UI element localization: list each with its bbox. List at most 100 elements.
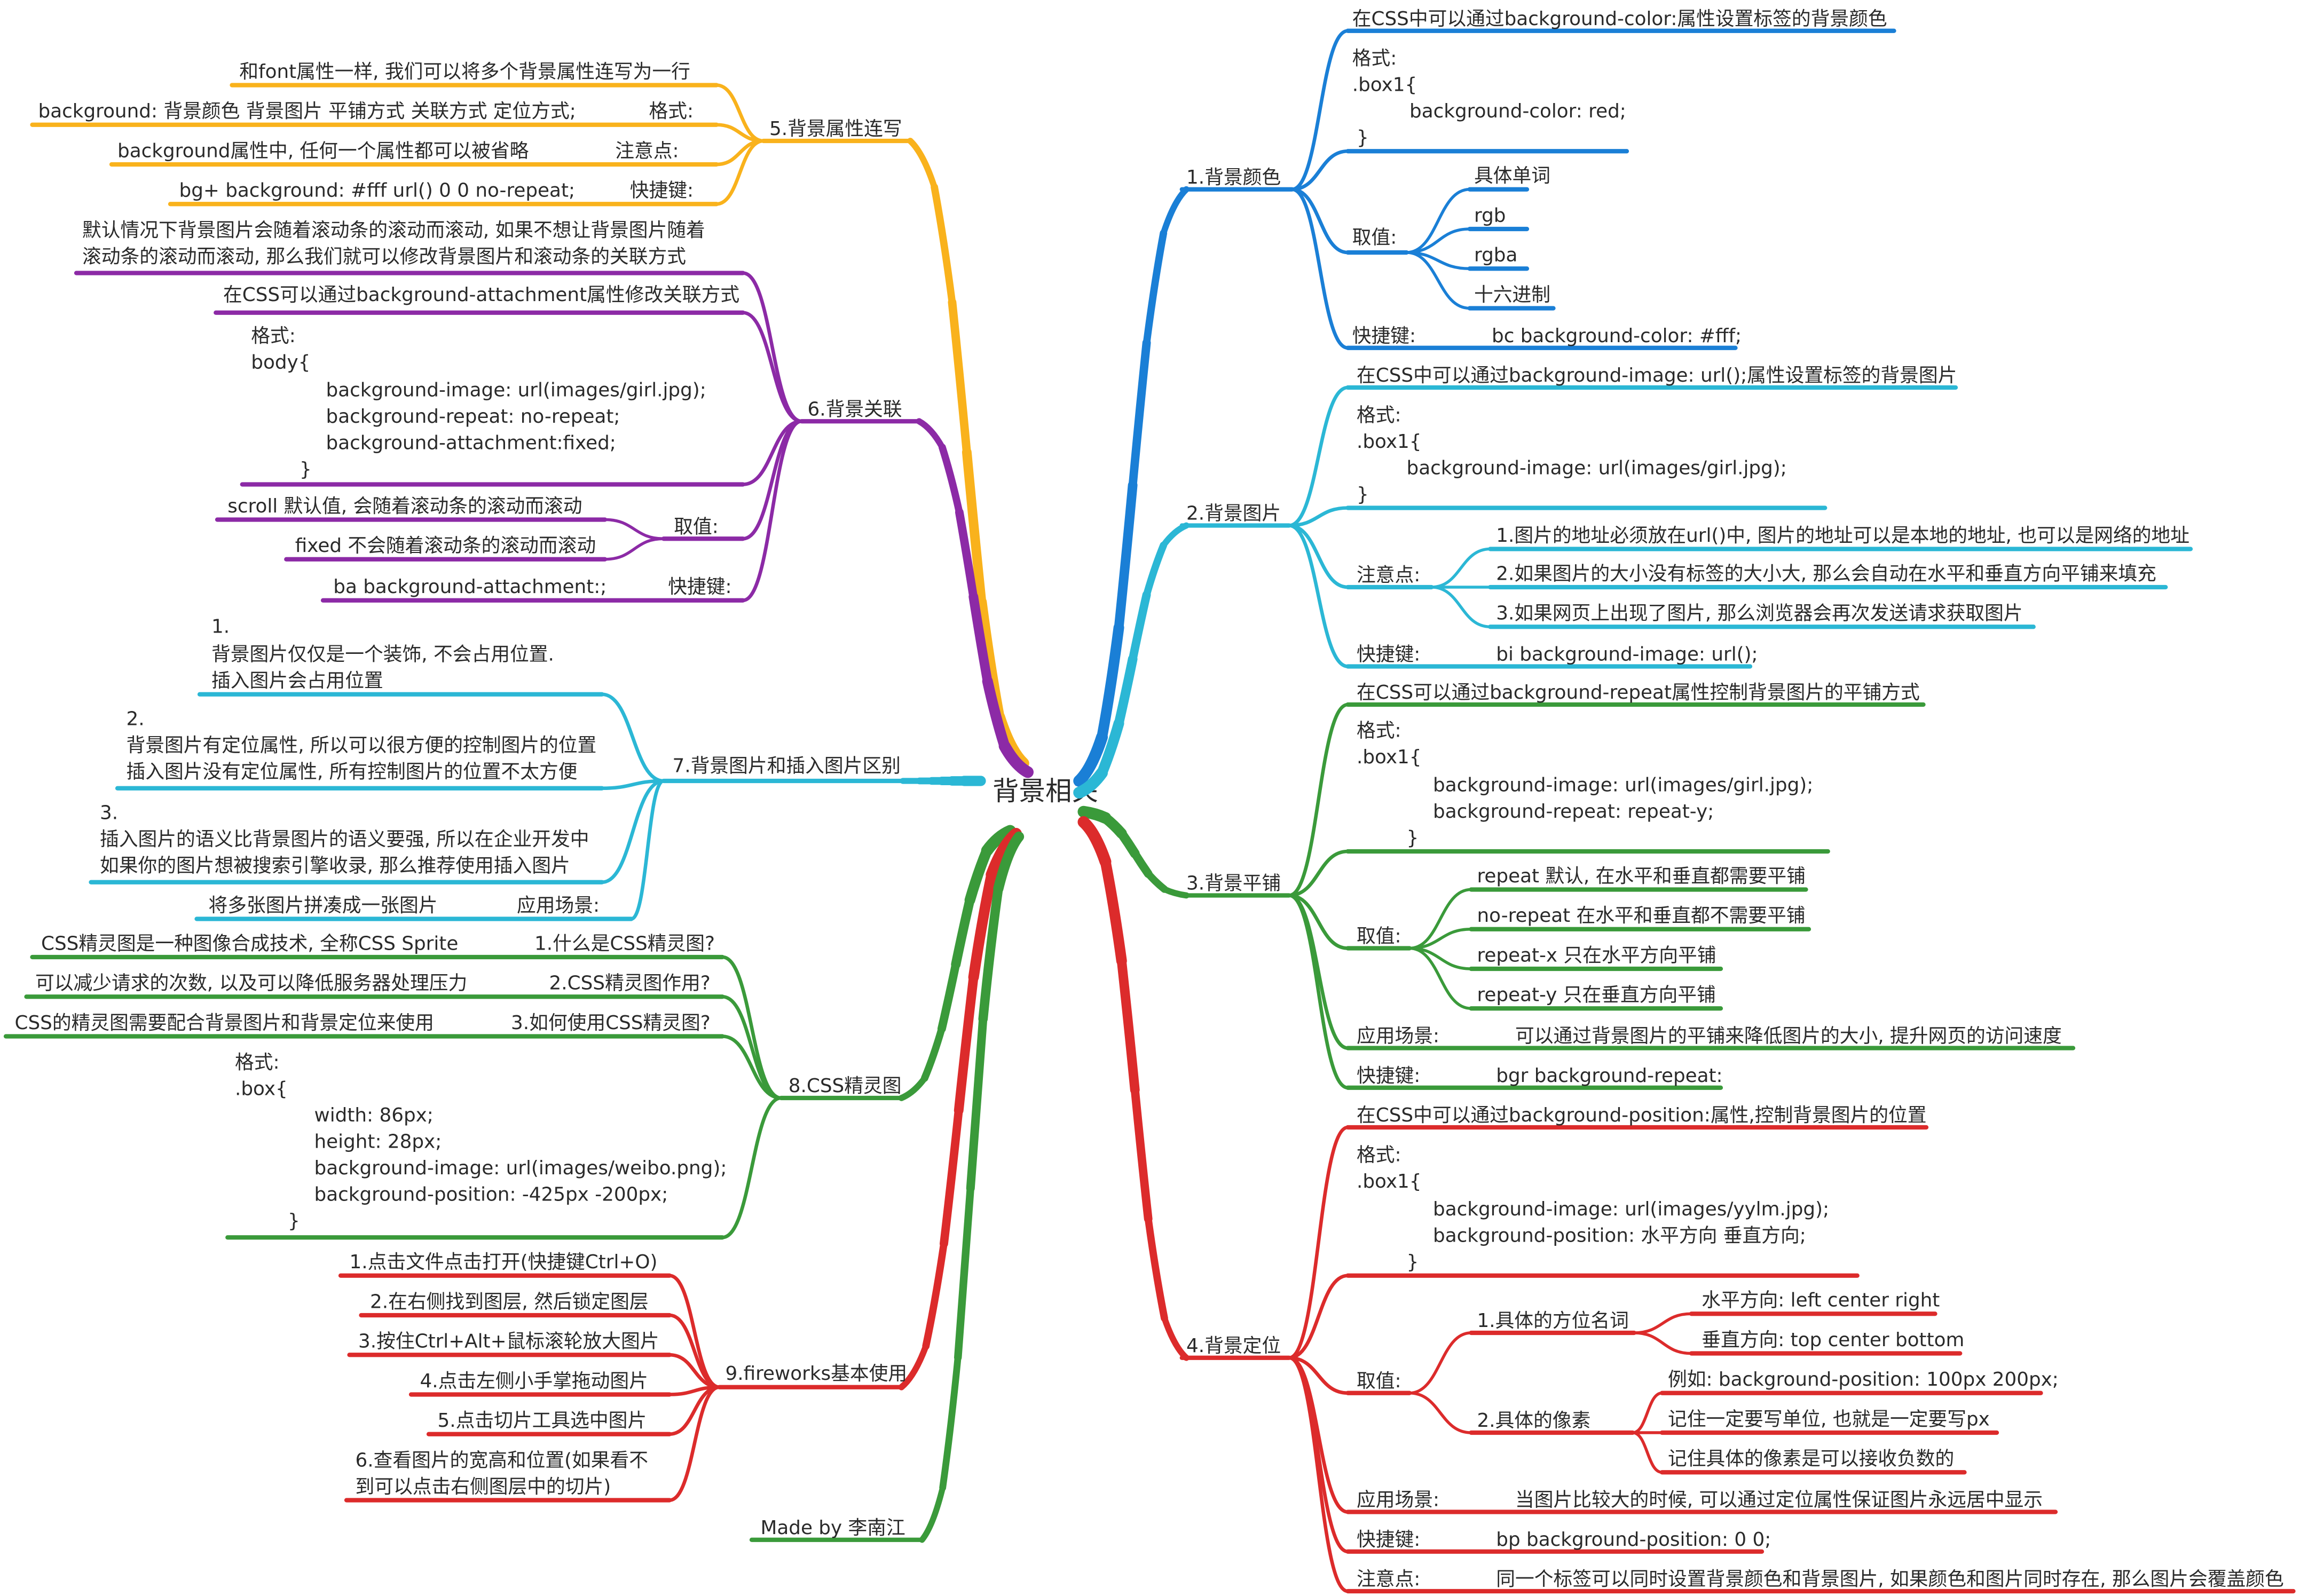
- branch-connector: [1287, 894, 1350, 1090]
- branch-5-title: 5.背景属性连写: [769, 118, 902, 140]
- b7-item-1-num: 2.: [127, 708, 145, 730]
- branch-connector: [741, 271, 804, 423]
- main-branch-4: [1077, 816, 1112, 868]
- b1-value-1: rgb: [1474, 204, 1506, 226]
- branch-connector: [600, 779, 666, 884]
- b8-answer-0: CSS精灵图是一种图像合成技术, 全称CSS Sprite: [41, 933, 458, 954]
- b4-format-0: 格式:: [1357, 1144, 1401, 1166]
- b8-answer-2: CSS的精灵图需要配合背景图片和背景定位来使用: [15, 1012, 434, 1034]
- b1-format-3: }: [1357, 127, 1369, 149]
- branch-6-title: 6.背景关联: [808, 398, 902, 420]
- b4-values-label: 取值:: [1357, 1370, 1401, 1392]
- branch-connector: [1408, 946, 1473, 1010]
- main-branch-credit: [939, 1354, 962, 1491]
- main-branch-9: [940, 1106, 963, 1248]
- branch-connector: [603, 537, 665, 561]
- b6-format-2: background-image: url(images/girl.jpg);: [326, 380, 706, 401]
- b4-shortcut: bp background-position: 0 0;: [1496, 1529, 1771, 1551]
- main-branch-8: [951, 895, 975, 969]
- b4-usage: 当图片比较大的时候, 可以通过定位属性保证图片永远居中显示: [1515, 1489, 2043, 1511]
- branch-connector: [1408, 1392, 1473, 1434]
- b7-item-0-line1: 背景图片仅仅是一个装饰, 不会占用位置.: [211, 644, 554, 666]
- b2-notes-label: 注意点:: [1357, 564, 1420, 586]
- b3-format-4: }: [1407, 827, 1419, 849]
- b4-sub1-item-1: 垂直方向: top center bottom: [1702, 1329, 1964, 1351]
- b2-format-2: background-image: url(images/girl.jpg);: [1407, 457, 1787, 479]
- b4-sub2-item-0: 例如: background-position: 100px 200px;: [1668, 1369, 2059, 1390]
- b8-format-1: .box{: [235, 1078, 288, 1100]
- branch-connector: [1430, 547, 1492, 589]
- branch-connector: [667, 1385, 721, 1502]
- b4-sub2-item-2: 记住具体的像素是可以接收负数的: [1668, 1448, 1954, 1470]
- b1-value-2: rgba: [1474, 244, 1517, 266]
- b8-format-4: background-image: url(images/weibo.png);: [314, 1157, 727, 1179]
- main-branch-9: [968, 869, 997, 983]
- b4-format-1: .box1{: [1357, 1171, 1421, 1192]
- b5-intro: 和font属性一样, 我们可以将多个背景属性连写为一行: [239, 61, 690, 83]
- b3-shortcut-label: 快捷键:: [1357, 1065, 1420, 1087]
- b6-value-1: fixed 不会随着滚动条的滚动而滚动: [295, 535, 596, 557]
- b1-format-0: 格式:: [1352, 48, 1397, 69]
- b3-shortcut: bgr background-repeat:: [1496, 1065, 1722, 1087]
- main-branch-credit: [919, 1484, 946, 1543]
- b9-step-4: 5.点击切片工具选中图片: [438, 1410, 647, 1432]
- b8-question-2: 3.如何使用CSS精灵图?: [511, 1012, 711, 1034]
- branch-1-title: 1.背景颜色: [1186, 167, 1281, 188]
- branch-connector: [600, 779, 666, 791]
- branch-connector: [1405, 251, 1471, 310]
- b9-step-5-line2: 到可以点击右侧图层中的切片): [356, 1476, 611, 1498]
- b8-answer-1: 可以减少请求的次数, 以及可以降低服务器处理压力: [35, 973, 467, 994]
- b6-format-1: body{: [251, 351, 310, 373]
- branch-connector: [1408, 1331, 1473, 1395]
- main-branch-1: [1160, 186, 1190, 236]
- b8-format-3: height: 28px;: [314, 1131, 442, 1153]
- branch-connector: [1290, 29, 1350, 192]
- branch-connector: [1408, 888, 1473, 950]
- b9-step-3: 4.点击左侧小手掌拖动图片: [420, 1370, 648, 1392]
- b6-format-3: background-repeat: no-repeat;: [326, 406, 620, 428]
- b8-format-5: background-position: -425px -200px;: [314, 1184, 668, 1206]
- b8-question-1: 2.CSS精灵图作用?: [549, 973, 711, 994]
- b6-intro-1: 滚动条的滚动而滚动, 那么我们就可以修改背景图片和滚动条的关联方式: [82, 246, 686, 267]
- b7-item-0-line2: 插入图片会占用位置: [211, 670, 383, 692]
- main-branch-5: [962, 447, 987, 607]
- b4-sub1-item-0: 水平方向: left center right: [1702, 1290, 1940, 1311]
- branch-9-title: 9.fireworks基本使用: [726, 1363, 908, 1385]
- main-branch-2: [1128, 590, 1151, 663]
- main-branch-2: [1114, 654, 1138, 729]
- branch-connector: [603, 518, 665, 540]
- branch-connector: [720, 955, 783, 1100]
- branch-connector: [1631, 1392, 1664, 1434]
- main-branch-6: [955, 508, 978, 601]
- b7-item-0-num: 1.: [211, 615, 230, 637]
- branch-8-title: 8.CSS精灵图: [789, 1075, 902, 1097]
- b3-value-3: repeat-y 只在垂直方向平铺: [1477, 984, 1716, 1006]
- b9-step-5-line1: 6.查看图片的宽高和位置(如果看不: [356, 1449, 649, 1471]
- b8-format-6: }: [288, 1210, 300, 1232]
- b9-step-1: 2.在右侧找到图层, 然后锁定图层: [370, 1291, 649, 1313]
- main-branch-4: [1100, 856, 1127, 967]
- branch-connector: [600, 692, 666, 783]
- b7-item-1-line1: 背景图片有定位属性, 所以可以很方便的控制图片的位置: [127, 734, 597, 756]
- b2-desc: 在CSS中可以通过background-image: url();属性设置标签的…: [1357, 365, 1957, 386]
- b6-format-0: 格式:: [251, 325, 296, 347]
- b5-shortcut: bg+ background: #fff url() 0 0 no-repeat…: [179, 180, 576, 202]
- b9-step-0: 1.点击文件点击打开(快捷键Ctrl+O): [350, 1251, 658, 1273]
- branch-connector: [720, 1034, 783, 1100]
- branch-connector: [1287, 1356, 1350, 1593]
- b4-note-label: 注意点:: [1357, 1568, 1420, 1590]
- b1-value-0: 具体单词: [1474, 165, 1550, 187]
- b6-intro-0: 默认情况下背景图片会随着滚动条的滚动而滚动, 如果不想让背景图片随着: [82, 219, 705, 241]
- main-branch-4: [1144, 1215, 1168, 1322]
- b4-shortcut-label: 快捷键:: [1357, 1529, 1420, 1551]
- branch-connector: [741, 419, 804, 603]
- main-branch-8: [964, 845, 993, 906]
- main-branch-2: [1097, 718, 1124, 778]
- b5-shortcut-label: 快捷键:: [630, 180, 694, 202]
- main-branch-1: [1143, 229, 1168, 346]
- branch-connector: [1287, 524, 1350, 589]
- b3-value-0: repeat 默认, 在水平和垂直都需要平铺: [1477, 865, 1806, 887]
- b3-usage-label: 应用场景:: [1357, 1025, 1439, 1047]
- branch-connector: [1287, 849, 1350, 897]
